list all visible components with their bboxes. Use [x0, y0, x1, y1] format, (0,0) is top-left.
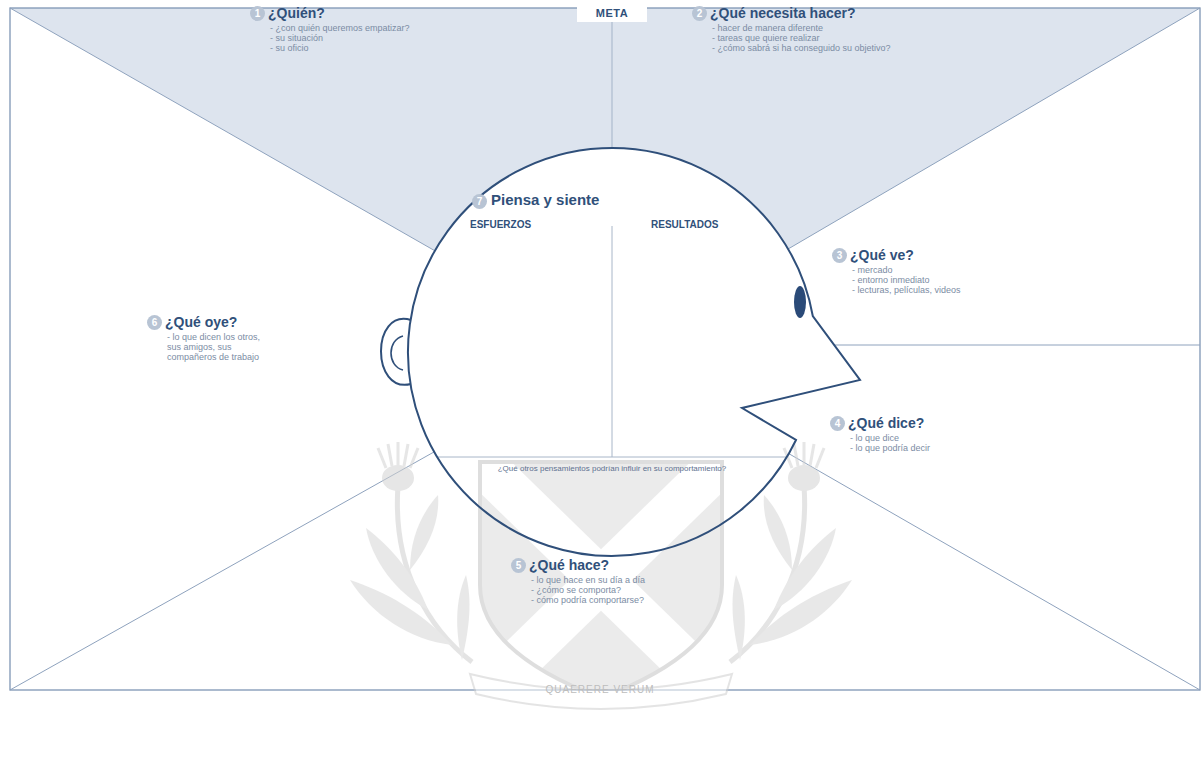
section-heading: ¿Qué oye? — [165, 313, 347, 332]
bullet-text: - ¿con quién queremos empatizar? — [270, 23, 510, 33]
section-heading: ¿Quién? — [268, 4, 510, 23]
shield-border — [480, 462, 722, 698]
column-heading: RESULTADOS — [651, 219, 718, 230]
bullet-text: - lo que hace en su día a día — [531, 575, 711, 585]
callout-number: 3 — [832, 248, 847, 263]
column-divider — [612, 226, 613, 457]
watermark-text: QUAERERE VERUM — [530, 684, 670, 695]
bullet-text: - cómo podría comportarse? — [531, 595, 711, 605]
callout-number: 7 — [472, 194, 487, 209]
bullet-text: - lo que dicen los otros, sus amigos, su… — [167, 332, 274, 362]
head-fill — [408, 148, 860, 556]
divider-line — [10, 8, 435, 251]
saltire-band — [480, 462, 722, 698]
column-heading: ESFUERZOS — [470, 219, 531, 230]
callout-number: 4 — [830, 416, 845, 431]
bullet-text: - ¿cómo se comporta? — [531, 585, 711, 595]
says-section: 4¿Qué dice?- lo que dice- lo que podría … — [830, 414, 1010, 453]
divider-line — [834, 345, 1200, 346]
does-section: 5¿Qué hace?- lo que hace en su día a día… — [511, 556, 711, 605]
sees-section: 3¿Qué ve?- mercado- entorno inmediato- l… — [832, 246, 1052, 295]
bullet-text: - mercado — [852, 265, 1052, 275]
head-outline-path — [408, 148, 860, 556]
eye — [794, 286, 806, 318]
row-divider — [437, 457, 787, 458]
divider-line — [789, 454, 1200, 690]
head-outline — [408, 148, 816, 556]
motto-banner — [470, 674, 732, 709]
thistle-left — [350, 442, 472, 662]
prompt-question: ¿Qué otros pensamientos podrían influir … — [432, 464, 792, 473]
shield — [480, 462, 722, 698]
bullet-text: - entorno inmediato — [852, 275, 1052, 285]
who-section: 1¿Quién?- ¿con quién queremos empatizar?… — [250, 4, 510, 53]
goal-label: META — [577, 4, 647, 22]
bullet-text: - ¿cómo sabrá si ha conseguido su objeti… — [712, 43, 992, 53]
callout-number: 5 — [511, 558, 526, 573]
saltire — [480, 462, 722, 698]
section-heading: Piensa y siente — [491, 191, 599, 208]
map-frame — [10, 8, 1200, 690]
thistle-right — [730, 442, 852, 662]
hears-section: 6¿Qué oye?- lo que dicen los otros, sus … — [147, 313, 347, 362]
callout-number: 1 — [250, 6, 265, 21]
bullet-text: - lo que podría decir — [850, 443, 1010, 453]
callout-number: 2 — [692, 6, 707, 21]
bullet-text: - tareas que quiere realizar — [712, 33, 992, 43]
needs-section: 2¿Qué necesita hacer?- hacer de manera d… — [692, 4, 992, 53]
section-heading: ¿Qué ve? — [850, 246, 1052, 265]
divider-line — [10, 452, 434, 690]
bullet-text: - lo que dice — [850, 433, 1010, 443]
bullet-text: - hacer de manera diferente — [712, 23, 992, 33]
goal-tag: META — [577, 4, 647, 22]
ear-outline — [381, 319, 411, 385]
section-heading: ¿Qué dice? — [848, 414, 1010, 433]
saltire-band — [480, 462, 722, 698]
ear-inner — [391, 336, 403, 370]
bullet-text: - su oficio — [270, 43, 510, 53]
section-heading: ¿Qué hace? — [529, 556, 711, 575]
section-heading: ¿Qué necesita hacer? — [710, 4, 992, 23]
divider-line — [612, 8, 613, 148]
callout-number: 6 — [147, 315, 162, 330]
bullet-text: - lecturas, películas, videos — [852, 285, 1052, 295]
bullet-text: - su situación — [270, 33, 510, 43]
head-circle: 7 Piensa y sienteESFUERZOS RESULTADOS ¿Qué … — [408, 148, 816, 556]
